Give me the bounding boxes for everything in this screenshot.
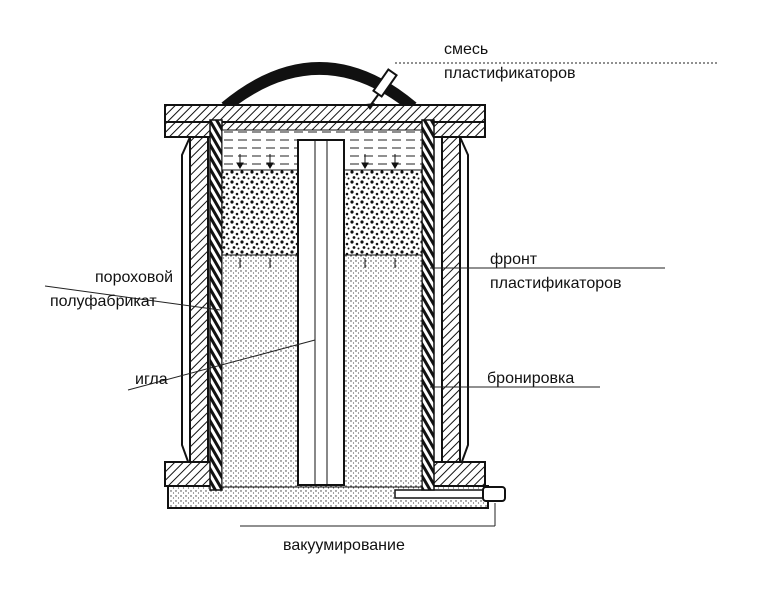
label-vacuum: вакуумирование <box>283 537 405 554</box>
label-mixture-2: пластификаторов <box>444 65 576 82</box>
needle-leader <box>127 339 316 391</box>
feed-tube <box>366 68 398 110</box>
label-powder-2: полуфабрикат <box>50 293 157 310</box>
label-front-1: фронт <box>490 251 538 268</box>
label-mixture-1: смесь <box>444 41 488 58</box>
label-front-2: пластификаторов <box>490 275 622 292</box>
powder-leader <box>44 285 221 311</box>
flow-arrows <box>236 154 399 169</box>
armor-left <box>209 119 223 491</box>
needle <box>297 139 345 486</box>
front-marks <box>239 258 396 268</box>
vacuum-nozzle <box>482 486 506 502</box>
dome-lid <box>221 62 417 114</box>
armor-right <box>421 119 435 491</box>
label-armor: бронировка <box>487 370 574 387</box>
left-wall <box>189 136 209 468</box>
label-powder-1: пороховой <box>95 269 173 286</box>
vacuum-channel <box>394 489 486 499</box>
right-wall <box>441 136 461 468</box>
label-needle: игла <box>135 371 168 388</box>
